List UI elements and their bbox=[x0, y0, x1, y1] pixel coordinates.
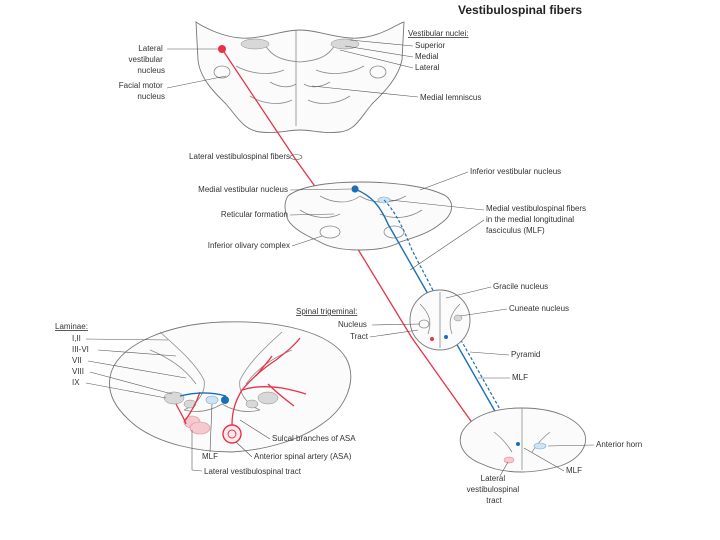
medial-lemniscus-label: Medial lemniscus bbox=[420, 93, 481, 102]
spinal-cord-cross-section bbox=[109, 321, 352, 453]
sulcal-branches-label: Sulcal branches of ASA bbox=[272, 434, 356, 443]
pons-left-labels: Lateral vestibular nucleus Facial motor … bbox=[119, 44, 227, 101]
lamina-ix-label: IX bbox=[72, 378, 80, 387]
mlf-label-bottom: MLF bbox=[202, 452, 218, 461]
pyramid-label: Pyramid bbox=[511, 350, 540, 359]
lamina-iii-vi-label: III-VI bbox=[72, 345, 89, 354]
anterior-horn-label: Anterior horn bbox=[596, 440, 642, 449]
medial-label: Medial bbox=[415, 52, 439, 61]
lamina-viii-label: VIII bbox=[72, 367, 84, 376]
vestibular-nuclei-heading: Vestibular nuclei: bbox=[408, 29, 468, 38]
mlf-label-right: MLF bbox=[566, 466, 582, 475]
cervical-cord-section bbox=[409, 289, 471, 351]
medial-vestibulospinal-fiber-contralateral bbox=[383, 199, 507, 421]
gracile-nucleus-label: Gracile nucleus bbox=[493, 282, 548, 291]
spinal-trigeminal-heading: Spinal trigeminal: bbox=[296, 307, 357, 316]
lateral-vestibulospinal-tract-label: Lateral vestibulospinal tract bbox=[204, 467, 302, 476]
medulla-section bbox=[284, 181, 453, 251]
lamina-vii-label: VII bbox=[72, 356, 82, 365]
lateral-vestibulospinal-tract-label-right: Lateral vestibulospinal tract bbox=[467, 474, 522, 505]
lamina-i-ii-label: I,II bbox=[72, 334, 81, 343]
diagram-title: Vestibulospinal fibers bbox=[458, 3, 582, 17]
lower-cord-section bbox=[459, 407, 586, 473]
laminae-labels: Laminae: I,II III-VI VII VIII IX bbox=[55, 322, 187, 399]
medial-vestibulospinal-fiber bbox=[354, 188, 501, 421]
mlf-label-upper: MLF bbox=[512, 373, 528, 382]
lower-cord-labels: Anterior horn MLF Lateral vestibulospina… bbox=[467, 440, 643, 505]
medulla-labels: Medial vestibular nucleus Reticular form… bbox=[198, 167, 588, 271]
lateral-vestibulospinal-fibers-label: Lateral vestibulospinal fibers bbox=[189, 152, 290, 161]
reticular-formation-label: Reticular formation bbox=[221, 210, 288, 219]
medial-vestibular-nucleus-label: Medial vestibular nucleus bbox=[198, 185, 288, 194]
anterior-spinal-artery-label: Anterior spinal artery (ASA) bbox=[254, 452, 352, 461]
facial-motor-nucleus-label: Facial motor nucleus bbox=[119, 81, 165, 101]
laminae-heading: Laminae: bbox=[55, 322, 88, 331]
inferior-olivary-complex-label: Inferior olivary complex bbox=[208, 241, 290, 250]
superior-label: Superior bbox=[415, 41, 446, 50]
inferior-vestibular-nucleus-label: Inferior vestibular nucleus bbox=[470, 167, 561, 176]
medial-vestibulospinal-fibers-label: Medial vestibulospinal fibers in the med… bbox=[486, 204, 588, 235]
cross-section-labels: Sulcal branches of ASA Anterior spinal a… bbox=[191, 403, 356, 476]
pons-section bbox=[195, 21, 405, 133]
tract-label: Tract bbox=[350, 332, 369, 341]
lateral-vestibular-nucleus-label: Lateral vestibular nucleus bbox=[129, 44, 165, 75]
cervical-labels: Gracile nucleus Cuneate nucleus Spinal t… bbox=[296, 282, 569, 382]
pons-right-labels: Vestibular nuclei: Superior Medial Later… bbox=[311, 29, 481, 102]
cuneate-nucleus-label: Cuneate nucleus bbox=[509, 304, 569, 313]
nucleus-label: Nucleus bbox=[338, 320, 367, 329]
lateral-label: Lateral bbox=[415, 63, 440, 72]
